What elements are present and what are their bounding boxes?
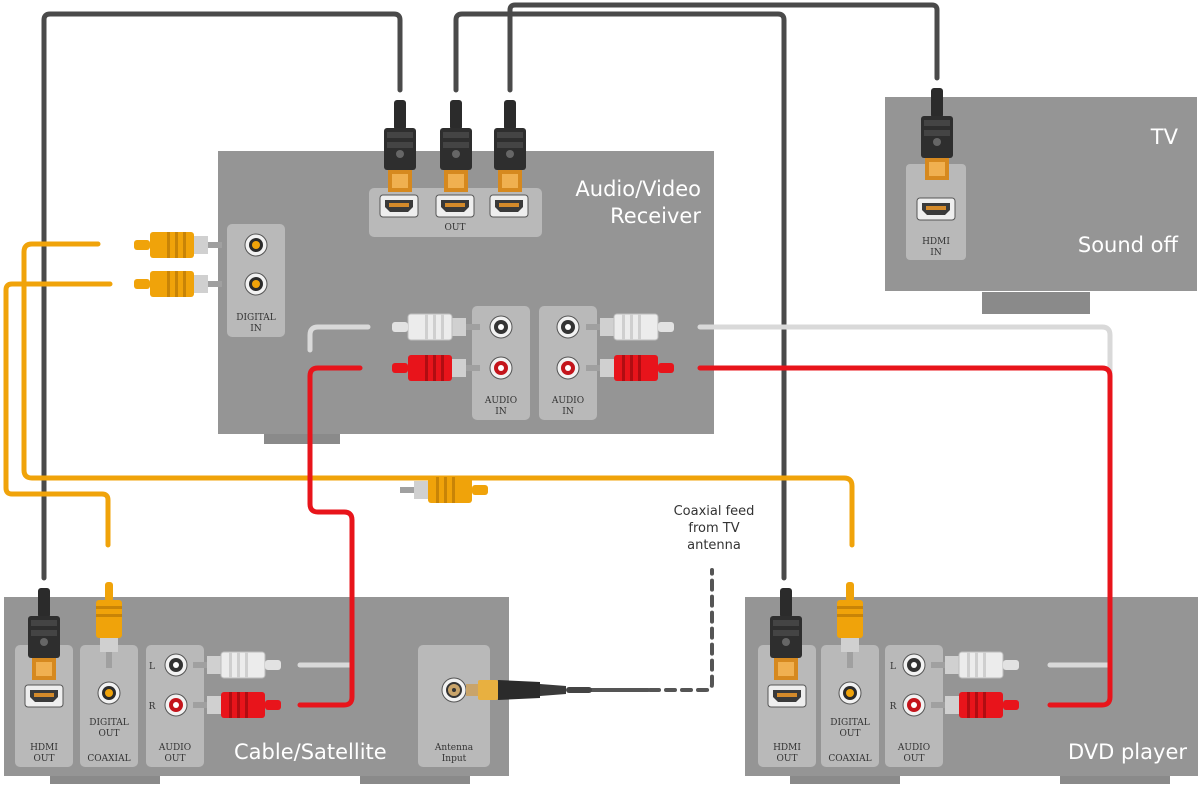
receiver-audio-in-a-label-2: IN <box>495 407 507 417</box>
digital-cable-dvd-to-receiver <box>21 241 855 548</box>
receiver-audio-in-b-right-jack[interactable] <box>556 356 580 380</box>
receiver-hdmi-out-port-2[interactable] <box>435 194 475 218</box>
cable-hdmi-out-port[interactable] <box>24 684 64 708</box>
antenna-note-line2: from TV <box>688 521 739 536</box>
white-cable-receiver-a-stub <box>307 324 371 353</box>
receiver-digital-plug-2 <box>134 271 222 297</box>
dvd-hdmi-label: HDMI <box>773 743 801 753</box>
dvd-audio-label-2: OUT <box>904 754 925 764</box>
hdmi-cable-dvd-to-receiver <box>453 11 787 581</box>
receiver-audio-in-a-label: AUDIO <box>484 396 517 406</box>
dvd-audio-left-jack[interactable] <box>902 653 926 677</box>
antenna-note-line3: antenna <box>687 538 741 553</box>
cable-title: Cable/Satellite <box>234 740 387 764</box>
cable-hdmi-label-2: OUT <box>34 754 55 764</box>
cable-digital-label-2: OUT <box>99 729 120 739</box>
dvd-foot-left <box>790 774 900 784</box>
receiver-hdmi-plug-3 <box>494 100 526 192</box>
dvd-digital-label-2: OUT <box>840 729 861 739</box>
hdmi-cable-receiver-to-tv <box>507 2 940 93</box>
receiver-digital-in-jack-1[interactable] <box>244 233 268 257</box>
cable-audio-right-jack[interactable] <box>164 693 188 717</box>
tv-status: Sound off <box>1078 233 1179 257</box>
cable-antenna-input-jack[interactable] <box>441 677 467 703</box>
tv-device: TV Sound off HDMI IN <box>885 97 1197 314</box>
cable-digital-label: DIGITAL <box>89 718 129 728</box>
cable-foot-right <box>360 774 470 784</box>
tv-hdmi-label: HDMI <box>922 237 950 247</box>
receiver-digital-in-jack-2[interactable] <box>244 272 268 296</box>
cable-runs <box>3 2 1113 708</box>
antenna-note-line1: Coaxial feed <box>674 504 755 519</box>
cable-coaxial-label: COAXIAL <box>87 754 130 764</box>
cable-antenna-label: Antenna <box>434 743 474 753</box>
cable-antenna-panel <box>418 645 490 767</box>
receiver-digital-label: DIGITAL <box>236 313 276 323</box>
red-cable-dvd-to-receiver <box>697 365 1113 708</box>
tv-hdmi-label-2: IN <box>930 248 942 258</box>
receiver-audio-in-b-label-2: IN <box>562 407 574 417</box>
dvd-hdmi-label-2: OUT <box>777 754 798 764</box>
dvd-hdmi-out-port[interactable] <box>767 684 807 708</box>
white-cable-dvd-to-receiver <box>697 324 1113 668</box>
dvd-audio-l-label: L <box>890 662 896 672</box>
receiver-hdmi-plug-2 <box>440 100 472 192</box>
tv-hdmi-in-port[interactable] <box>916 197 956 221</box>
dvd-digital-panel <box>821 645 879 767</box>
receiver-title-2: Receiver <box>610 204 701 228</box>
cable-digital-out-jack[interactable] <box>97 681 121 705</box>
cable-audio-label: AUDIO <box>158 743 191 753</box>
receiver-hdmi-plug-1 <box>384 100 416 192</box>
dvd-device: HDMI OUT DIGITAL OUT COAXIAL L R AUDIO O… <box>745 597 1198 784</box>
tv-stand <box>982 292 1090 314</box>
receiver-device: OUT DIGITAL IN AUDIO IN AUDIO IN Audio/V… <box>218 151 714 444</box>
cable-audio-left-jack[interactable] <box>164 653 188 677</box>
dvd-title: DVD player <box>1068 740 1187 764</box>
receiver-audio-in-a-left-jack[interactable] <box>489 315 513 339</box>
receiver-digital-label-2: IN <box>250 324 262 334</box>
dvd-audio-label: AUDIO <box>897 743 930 753</box>
dvd-audio-right-jack[interactable] <box>902 693 926 717</box>
dvd-audio-r-label: R <box>890 702 897 712</box>
cable-audio-r-label: R <box>149 702 156 712</box>
dvd-body <box>745 597 1198 776</box>
receiver-title: Audio/Video <box>575 177 701 201</box>
receiver-audio-in-b-label: AUDIO <box>551 396 584 406</box>
receiver-hdmi-out-port-3[interactable] <box>489 194 529 218</box>
red-cable-cable-to-receiver <box>297 365 363 708</box>
cable-antenna-label-2: Input <box>442 754 467 764</box>
digital-cable-cable-to-receiver <box>3 281 113 548</box>
cable-audio-label-2: OUT <box>165 754 186 764</box>
antenna-plug <box>466 680 592 700</box>
cable-digital-panel <box>80 645 138 767</box>
receiver-hdmi-out-label: OUT <box>445 223 466 233</box>
receiver-audio-in-b-left-jack[interactable] <box>556 315 580 339</box>
receiver-audio-in-a-right-jack[interactable] <box>489 356 513 380</box>
tv-title: TV <box>1150 125 1179 149</box>
cable-audio-l-label: L <box>149 662 155 672</box>
cable-foot-left <box>50 774 160 784</box>
hdmi-cable-cable-to-receiver <box>41 11 403 581</box>
dvd-digital-label: DIGITAL <box>830 718 870 728</box>
receiver-foot <box>264 432 340 444</box>
cable-satellite-device: HDMI OUT DIGITAL OUT COAXIAL L R AUDIO O… <box>4 597 509 784</box>
dvd-foot-right <box>1060 774 1170 784</box>
cable-hdmi-label: HDMI <box>30 743 58 753</box>
receiver-digital-plug-1 <box>400 477 488 503</box>
antenna-feed-dashed <box>648 568 714 692</box>
receiver-hdmi-out-port-1[interactable] <box>379 194 419 218</box>
dvd-digital-out-jack[interactable] <box>838 681 862 705</box>
dvd-coaxial-label: COAXIAL <box>828 754 871 764</box>
receiver-digital-plug-1-body <box>134 232 222 258</box>
